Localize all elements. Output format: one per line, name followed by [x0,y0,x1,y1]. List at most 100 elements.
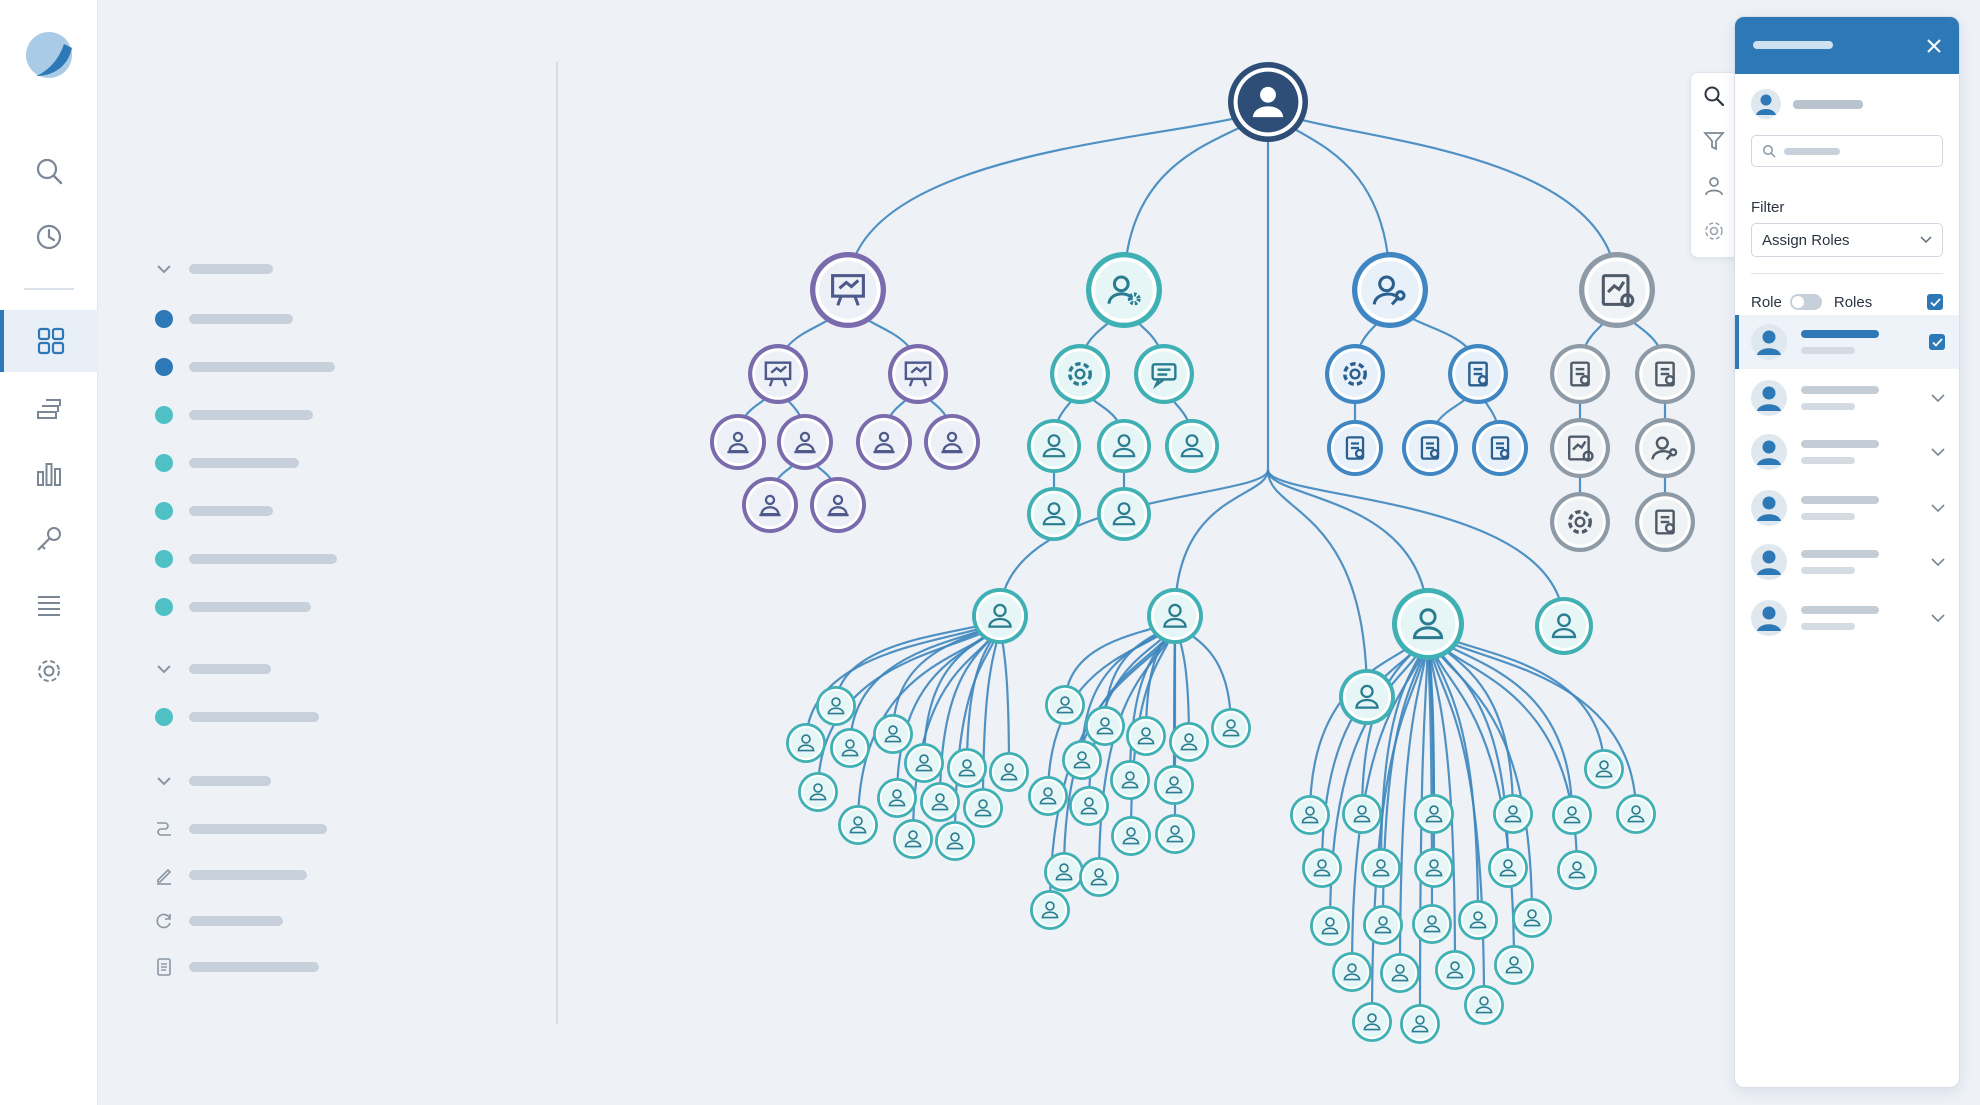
employee-node[interactable] [873,714,913,754]
employee-node[interactable] [1044,852,1084,892]
employee-node[interactable] [1414,794,1454,834]
member-node[interactable] [1165,419,1219,473]
employee-node[interactable] [1290,795,1330,835]
member-node[interactable] [1402,420,1458,476]
outline-group-header[interactable] [153,770,271,792]
rail-search-button[interactable] [0,140,98,202]
outline-item[interactable] [153,910,283,932]
employee-node[interactable] [1435,950,1475,990]
employee-node[interactable] [1380,953,1420,993]
member-node[interactable] [856,414,912,470]
outline-item[interactable] [153,706,319,728]
tool-user-button[interactable] [1691,163,1737,208]
rail-workflow-button[interactable] [0,376,98,438]
outline-item[interactable] [153,308,293,330]
member-node[interactable] [810,477,866,533]
manager-node[interactable] [1535,597,1593,655]
member-node[interactable] [1327,420,1383,476]
outline-item[interactable] [153,596,311,618]
employee-node[interactable] [1310,906,1350,946]
department-node[interactable] [1086,252,1162,328]
employee-node[interactable] [877,778,917,818]
employee-node[interactable] [1211,708,1251,748]
employee-node[interactable] [920,782,960,822]
user-row[interactable] [1735,315,1959,369]
outline-item[interactable] [153,818,327,840]
expand-button[interactable] [1931,610,1945,628]
outline-item[interactable] [153,500,273,522]
employee-node[interactable] [786,723,826,763]
root-node[interactable] [1228,62,1308,142]
department-node[interactable] [1579,252,1655,328]
employee-node[interactable] [816,686,856,726]
employee-node[interactable] [1045,685,1085,725]
rail-list-button[interactable] [0,574,98,636]
employee-node[interactable] [947,748,987,788]
expand-button[interactable] [1931,444,1945,462]
member-node[interactable] [1097,419,1151,473]
employee-node[interactable] [1028,776,1068,816]
member-node[interactable] [742,477,798,533]
employee-node[interactable] [1412,904,1452,944]
employee-node[interactable] [1361,848,1401,888]
employee-node[interactable] [1111,816,1151,856]
user-row[interactable] [1735,425,1959,479]
org-tree-canvas[interactable] [560,0,1700,1105]
employee-node[interactable] [904,743,944,783]
filter-select[interactable]: Assign Roles [1751,223,1943,257]
employee-node[interactable] [1154,765,1194,805]
employee-node[interactable] [963,788,1003,828]
rail-dashboard-button[interactable] [0,310,98,372]
member-node[interactable] [1027,419,1081,473]
member-node[interactable] [1027,487,1081,541]
manager-node[interactable] [972,588,1028,644]
outline-item[interactable] [153,956,319,978]
row-checkbox[interactable] [1929,334,1945,350]
outline-item[interactable] [153,548,337,570]
user-row[interactable] [1735,481,1959,535]
member-node[interactable] [1635,418,1695,478]
outline-item[interactable] [153,356,335,378]
employee-node[interactable] [1079,857,1119,897]
employee-node[interactable] [1069,786,1109,826]
manager-node[interactable] [1147,588,1203,644]
member-node[interactable] [1097,487,1151,541]
employee-node[interactable] [838,805,878,845]
outline-item[interactable] [153,452,299,474]
rail-settings-button[interactable] [0,640,98,702]
employee-node[interactable] [893,819,933,859]
team-node[interactable] [748,344,808,404]
team-node[interactable] [1134,344,1194,404]
member-node[interactable] [1550,344,1610,404]
rail-analytics-button[interactable] [0,442,98,504]
employee-node[interactable] [1332,952,1372,992]
employee-node[interactable] [1464,985,1504,1025]
employee-node[interactable] [1458,900,1498,940]
member-node[interactable] [777,414,833,470]
employee-node[interactable] [1062,740,1102,780]
employee-node[interactable] [935,821,975,861]
expand-button[interactable] [1931,500,1945,518]
employee-node[interactable] [1557,850,1597,890]
employee-node[interactable] [1616,794,1656,834]
employee-node[interactable] [1363,905,1403,945]
employee-node[interactable] [1030,890,1070,930]
employee-node[interactable] [830,728,870,768]
employee-node[interactable] [1085,706,1125,746]
role-toggle[interactable] [1789,294,1822,310]
outline-item[interactable] [153,864,307,886]
member-node[interactable] [1550,492,1610,552]
department-node[interactable] [1352,252,1428,328]
employee-node[interactable] [1414,848,1454,888]
employee-node[interactable] [1494,945,1534,985]
employee-node[interactable] [1512,898,1552,938]
manager-node[interactable] [1339,669,1395,725]
expand-button[interactable] [1931,554,1945,572]
user-row[interactable] [1735,371,1959,425]
tool-settings-button[interactable] [1691,208,1737,253]
team-node[interactable] [1325,344,1385,404]
employee-node[interactable] [798,772,838,812]
employee-node[interactable] [1552,795,1592,835]
expand-button[interactable] [1931,390,1945,408]
employee-node[interactable] [1400,1004,1440,1044]
